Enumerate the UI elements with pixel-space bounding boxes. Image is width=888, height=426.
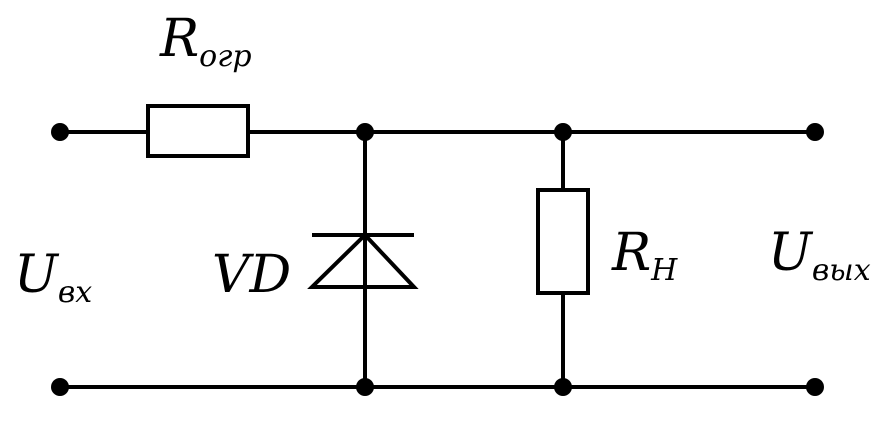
label-r-load-sub: Н bbox=[650, 253, 678, 288]
label-r-load: RН bbox=[611, 223, 678, 288]
label-u-in-sub: вх bbox=[58, 275, 92, 310]
label-r-limit-main: R bbox=[159, 9, 199, 69]
load-resistor bbox=[536, 188, 590, 295]
label-u-in-main: U bbox=[14, 245, 60, 305]
terminal-bottom-right bbox=[806, 378, 824, 396]
label-u-out-main: U bbox=[768, 223, 814, 283]
junction-top-load bbox=[554, 123, 572, 141]
diode-symbol bbox=[307, 232, 419, 289]
label-u-in: Uвх bbox=[14, 245, 92, 310]
junction-top-diode bbox=[356, 123, 374, 141]
junction-bottom-diode bbox=[356, 378, 374, 396]
label-r-limit: Rогр bbox=[159, 9, 252, 74]
label-r-load-main: R bbox=[611, 223, 651, 283]
terminal-bottom-left bbox=[51, 378, 69, 396]
limiting-resistor bbox=[146, 104, 250, 158]
terminal-top-left bbox=[51, 123, 69, 141]
label-u-out-sub: вых bbox=[812, 253, 871, 288]
label-u-out: Uвых bbox=[768, 223, 871, 288]
label-diode: VD bbox=[212, 245, 291, 305]
label-r-limit-sub: огр bbox=[199, 39, 251, 74]
diode-triangle bbox=[307, 232, 419, 289]
junction-bottom-load bbox=[554, 378, 572, 396]
terminal-top-right bbox=[806, 123, 824, 141]
